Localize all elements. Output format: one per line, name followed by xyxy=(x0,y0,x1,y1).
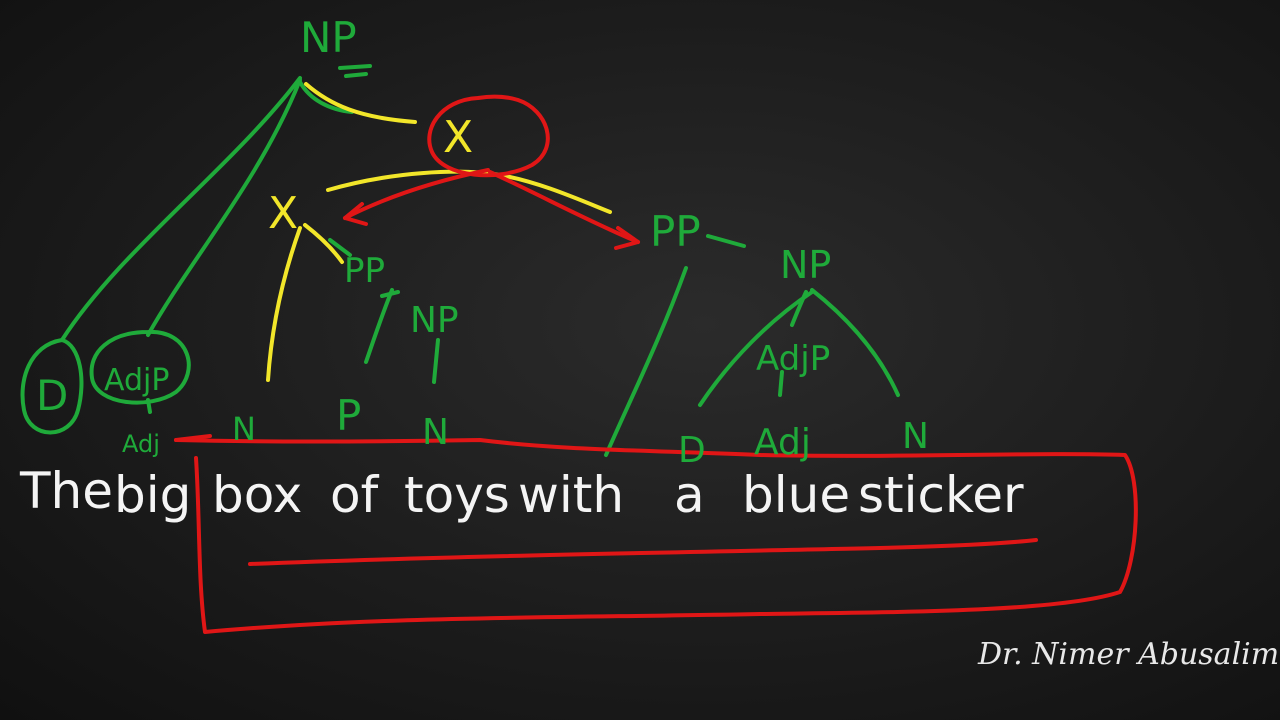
sentence-box xyxy=(174,438,1138,634)
word-of: of xyxy=(330,466,380,524)
word-box: box xyxy=(212,466,302,524)
node-n-mid: N xyxy=(422,412,449,453)
word-a: a xyxy=(674,466,705,524)
node-pp-right: PP xyxy=(650,207,701,256)
word-sticker: sticker xyxy=(858,466,1024,524)
node-np-root: NP xyxy=(300,13,357,62)
node-x1: X xyxy=(443,112,473,163)
node-adj-left: Adj xyxy=(122,430,160,458)
arrow-to-pp xyxy=(488,170,640,244)
word-toys: toys xyxy=(404,466,510,524)
arrow-to-x2 xyxy=(343,168,490,220)
x1-circle xyxy=(427,94,550,178)
word-blue: blue xyxy=(742,466,850,524)
node-d-right: D xyxy=(678,430,706,471)
node-x2: X xyxy=(268,188,298,239)
word-with: with xyxy=(518,466,624,524)
node-adjp-left: AdjP xyxy=(104,363,169,398)
node-n-left: N xyxy=(232,410,256,448)
green-tree-lines xyxy=(20,64,900,457)
sentence-underline xyxy=(248,538,1038,566)
node-adjp-right: AdjP xyxy=(756,339,830,379)
node-np-left: NP xyxy=(410,300,459,341)
node-pp-left: PP xyxy=(344,251,385,291)
word-big: big xyxy=(114,466,191,524)
node-n-right: N xyxy=(902,416,929,457)
node-np-right: NP xyxy=(780,243,831,287)
word-the: The xyxy=(19,462,113,520)
author-credit: Dr. Nimer Abusalim xyxy=(977,637,1279,672)
sentence: The big box of toys with a blue sticker xyxy=(19,462,1024,524)
red-annotations xyxy=(174,94,1138,634)
node-d-left: D xyxy=(36,371,68,420)
node-adj-right: Adj xyxy=(754,422,811,463)
node-p: P xyxy=(336,391,361,440)
